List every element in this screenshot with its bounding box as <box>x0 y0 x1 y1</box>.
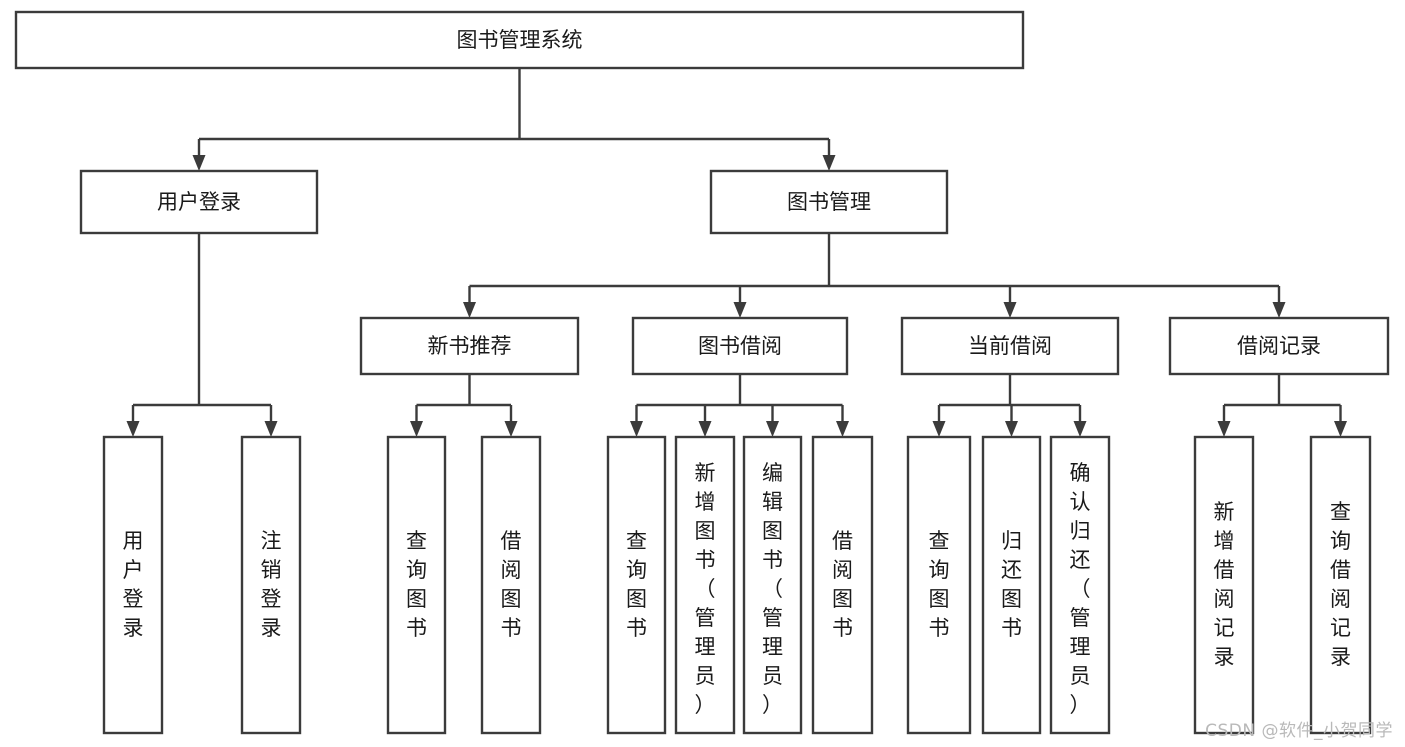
node-box[interactable] <box>480 435 542 735</box>
node-label: 归还图书 <box>1001 529 1022 640</box>
node-label: 借阅图书 <box>501 529 522 640</box>
edge-arrowhead <box>698 421 712 437</box>
node-box[interactable] <box>606 435 667 735</box>
node-box[interactable] <box>811 435 874 735</box>
node-leaf-query-book-3[interactable]: 查询图书 <box>906 435 972 735</box>
node-box[interactable] <box>906 435 972 735</box>
node-box[interactable] <box>14 10 1025 70</box>
node-label: 查询图书 <box>929 529 950 640</box>
node-label: 新增借阅记录 <box>1214 500 1235 669</box>
node-label: 图书管理系统 <box>457 28 583 52</box>
node-box[interactable] <box>742 435 803 735</box>
edge-arrowhead <box>1073 421 1087 437</box>
edge-arrowhead <box>410 421 423 437</box>
edge-arrowhead <box>836 421 849 437</box>
edge-arrowhead <box>1003 302 1017 318</box>
node-box[interactable] <box>79 169 319 235</box>
node-leaf-add-book[interactable]: 新增图书（管理员） <box>674 435 736 735</box>
node-label: 编辑图书（管理员） <box>762 461 783 717</box>
node-leaf-logout[interactable]: 注销登录 <box>240 435 302 735</box>
node-leaf-edit-book[interactable]: 编辑图书（管理员） <box>742 435 803 735</box>
node-box[interactable] <box>102 435 164 735</box>
node-box[interactable] <box>1049 435 1111 735</box>
node-box[interactable] <box>386 435 447 735</box>
edge-arrowhead <box>733 302 747 318</box>
node-label: 查询借阅记录 <box>1330 500 1351 669</box>
edge-group-n-user-login <box>126 233 278 437</box>
edge-arrowhead <box>1217 421 1231 437</box>
node-label: 借阅记录 <box>1237 334 1321 358</box>
node-leaf-add-record[interactable]: 新增借阅记录 <box>1193 435 1255 735</box>
node-label: 图书管理 <box>787 190 871 214</box>
edge-arrowhead <box>126 421 140 437</box>
edges-layer <box>126 68 1347 437</box>
edge-arrowhead <box>504 421 518 437</box>
edge-group-n-book-borrow <box>630 374 849 437</box>
edge-group-n-book-mgmt <box>463 233 1286 318</box>
edge-arrowhead <box>766 421 779 437</box>
edge-arrowhead <box>1334 421 1347 437</box>
node-box[interactable] <box>240 435 302 735</box>
node-n-book-borrow[interactable]: 图书借阅 <box>631 316 849 376</box>
node-n-borrow-record[interactable]: 借阅记录 <box>1168 316 1390 376</box>
edge-arrowhead <box>264 421 278 437</box>
edge-arrowhead <box>822 155 836 171</box>
node-box[interactable] <box>900 316 1120 376</box>
nodes-layer: 图书管理系统用户登录图书管理新书推荐图书借阅当前借阅借阅记录用户登录注销登录查询… <box>14 10 1390 735</box>
node-n-book-mgmt[interactable]: 图书管理 <box>709 169 949 235</box>
edge-arrowhead <box>932 421 946 437</box>
edge-arrowhead <box>1272 302 1286 318</box>
node-box[interactable] <box>631 316 849 376</box>
node-n-new-book-rec[interactable]: 新书推荐 <box>359 316 580 376</box>
node-label: 图书借阅 <box>698 334 782 358</box>
node-leaf-borrow-book-2[interactable]: 借阅图书 <box>811 435 874 735</box>
node-box[interactable] <box>674 435 736 735</box>
edge-arrowhead <box>192 155 206 171</box>
node-box[interactable] <box>1193 435 1255 735</box>
node-leaf-query-book-1[interactable]: 查询图书 <box>386 435 447 735</box>
edge-group-root <box>192 68 836 171</box>
node-label: 注销登录 <box>261 529 282 640</box>
node-leaf-confirm-return[interactable]: 确认归还（管理员） <box>1049 435 1111 735</box>
node-n-user-login[interactable]: 用户登录 <box>79 169 319 235</box>
edge-arrowhead <box>463 302 476 318</box>
node-label: 用户登录 <box>123 529 144 640</box>
node-leaf-query-record[interactable]: 查询借阅记录 <box>1309 435 1372 735</box>
node-label: 用户登录 <box>157 190 241 214</box>
node-box[interactable] <box>1309 435 1372 735</box>
node-label: 借阅图书 <box>832 529 853 640</box>
node-leaf-user-login[interactable]: 用户登录 <box>102 435 164 735</box>
edge-group-n-new-book-rec <box>410 374 518 437</box>
node-root[interactable]: 图书管理系统 <box>14 10 1025 70</box>
node-label: 查询图书 <box>406 529 427 640</box>
edge-group-n-current-borrow <box>932 374 1087 437</box>
node-label: 新增图书（管理员） <box>695 461 716 717</box>
node-label: 确认归还（管理员） <box>1070 461 1091 717</box>
node-box[interactable] <box>359 316 580 376</box>
node-label: 查询图书 <box>626 529 647 640</box>
edge-group-n-borrow-record <box>1217 374 1347 437</box>
node-n-current-borrow[interactable]: 当前借阅 <box>900 316 1120 376</box>
node-box[interactable] <box>709 169 949 235</box>
node-leaf-borrow-book-1[interactable]: 借阅图书 <box>480 435 542 735</box>
node-label: 当前借阅 <box>968 334 1052 358</box>
edge-arrowhead <box>630 421 643 437</box>
node-box[interactable] <box>981 435 1042 735</box>
node-box[interactable] <box>1168 316 1390 376</box>
node-leaf-return-book[interactable]: 归还图书 <box>981 435 1042 735</box>
edge-arrowhead <box>1005 421 1018 437</box>
node-label: 新书推荐 <box>428 334 512 358</box>
node-leaf-query-book-2[interactable]: 查询图书 <box>606 435 667 735</box>
